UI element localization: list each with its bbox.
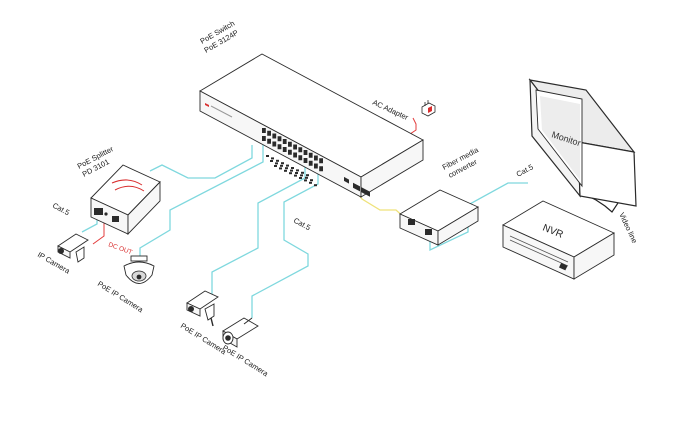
switch-port — [288, 149, 292, 155]
video-line-label: Video line — [617, 211, 639, 245]
switch-port — [303, 150, 308, 155]
poe-switch-icon — [199, 53, 424, 198]
switch-port — [262, 128, 266, 133]
patch-port — [304, 179, 307, 182]
patch-port — [310, 179, 313, 182]
switch-port — [314, 163, 318, 169]
poe-camera-1-label: PoE IP Camera — [179, 321, 229, 357]
patch-port — [296, 169, 299, 172]
switch-port — [293, 144, 297, 150]
patch-port — [306, 174, 309, 177]
patch-ports — [266, 155, 317, 187]
switch-port — [267, 130, 271, 136]
patch-port — [300, 174, 303, 177]
patch-port — [275, 162, 278, 165]
poe-camera-2-label: PoE IP Camera — [221, 343, 271, 379]
patch-port — [266, 155, 269, 157]
ac-adapter-icon — [421, 100, 436, 117]
patch-port — [301, 171, 304, 174]
patch-port — [305, 176, 308, 179]
cable-switch-dome — [139, 145, 264, 262]
dome-camera-icon — [123, 255, 155, 284]
switch-port — [319, 158, 323, 164]
cable-splitter-ipcamera — [81, 219, 98, 233]
switch-port — [277, 144, 282, 150]
switch-port — [288, 141, 292, 147]
switch-port — [319, 166, 323, 172]
cable-switch-splitter — [149, 145, 253, 179]
switch-port — [298, 147, 303, 153]
switch-port — [303, 158, 308, 163]
patch-port — [276, 159, 279, 162]
patch-port — [280, 164, 283, 167]
switch-port — [277, 136, 282, 142]
patch-port — [299, 177, 302, 179]
cable-switch-camera2 — [251, 167, 319, 318]
switch-port — [282, 147, 287, 152]
poe-camera-1-icon — [186, 290, 219, 327]
switch-port — [314, 155, 318, 161]
switch-port — [308, 152, 313, 158]
patch-port — [271, 157, 274, 160]
bullet-camera-icon — [57, 233, 89, 263]
patch-port — [285, 167, 288, 170]
monitor-icon: Monitor — [528, 78, 637, 207]
nvr-icon: NVR — [502, 200, 615, 280]
dome-camera-label: PoE IP Camera — [96, 279, 146, 315]
patch-port — [314, 184, 317, 187]
patch-port — [281, 162, 284, 165]
switch-port — [282, 139, 287, 144]
power-cable-splitter — [92, 222, 105, 245]
patch-port — [295, 172, 298, 174]
switch-port — [272, 141, 277, 147]
patch-port — [291, 167, 294, 169]
dc-out-label: DC OUT — [107, 241, 133, 256]
fiber-converter-icon — [399, 189, 479, 246]
patch-port — [289, 172, 292, 175]
switch-port — [267, 138, 271, 144]
cable-switch-camera1 — [211, 167, 306, 296]
switch-port — [298, 155, 303, 161]
cat5-label-left: Cat.5 — [51, 201, 71, 217]
patch-port — [286, 164, 289, 167]
patch-port — [294, 174, 297, 177]
switch-port — [272, 133, 277, 139]
patch-port — [274, 165, 277, 167]
switch-port — [308, 160, 313, 166]
cat5-label-top: Cat.5 — [515, 162, 535, 178]
patch-port — [279, 167, 282, 170]
patch-port — [309, 181, 312, 184]
switch-port — [293, 152, 297, 158]
switch-port — [262, 136, 266, 141]
patch-port — [270, 160, 273, 162]
poe-camera-2-icon — [222, 317, 259, 348]
patch-port — [284, 169, 287, 172]
poe-splitter-icon — [90, 164, 161, 236]
patch-port — [290, 169, 293, 172]
cat5-label-mid: Cat.5 — [292, 216, 312, 232]
